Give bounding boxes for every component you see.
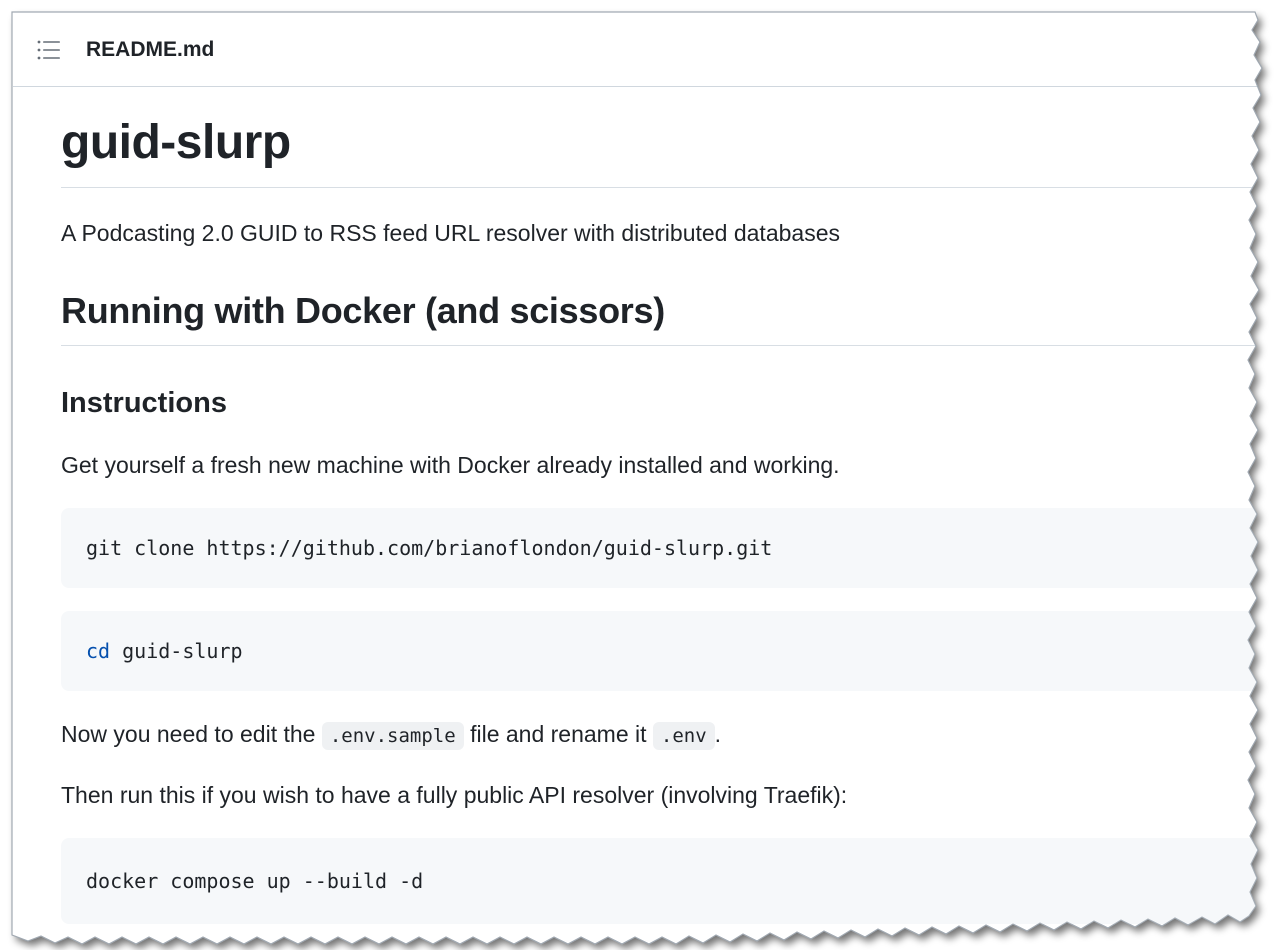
code-block-compose[interactable]: docker compose up --build -d [61,838,1280,924]
readme-title: guid-slurp [61,116,291,169]
code-compose-text: docker compose up --build -d [86,869,424,893]
code-cd-line: cd guid-slurp [86,639,243,663]
code-block-cd[interactable]: cd guid-slurp [61,611,1280,691]
section-heading: Running with Docker (and scissors) [61,290,665,331]
edit-text-middle: file and rename it [463,721,653,747]
readme-description: A Podcasting 2.0 GUID to RSS feed URL re… [61,220,840,246]
section-divider [61,345,1261,346]
code-clone-text: git clone https://github.com/brianoflond… [86,536,773,560]
subsection-heading: Instructions [61,387,227,419]
code-cd-argument: guid-slurp [110,639,243,663]
file-name: README.md [86,38,215,61]
run-paragraph: Then run this if you wish to have a full… [61,782,848,808]
title-divider [61,187,1261,188]
edit-text-after: . [714,721,722,747]
code-cd-keyword: cd [86,639,111,663]
code-block-clone[interactable]: git clone https://github.com/brianoflond… [61,508,1280,588]
edit-env-paragraph: Now you need to edit the .env.sample fil… [61,718,721,752]
inline-code-env: .env [653,722,715,750]
list-unordered-icon[interactable] [37,40,61,60]
inline-code-env-sample: .env.sample [322,722,464,750]
file-header: README.md [13,12,1280,87]
fresh-machine-paragraph: Get yourself a fresh new machine with Do… [61,452,840,478]
edit-text-before: Now you need to edit the [61,721,322,747]
